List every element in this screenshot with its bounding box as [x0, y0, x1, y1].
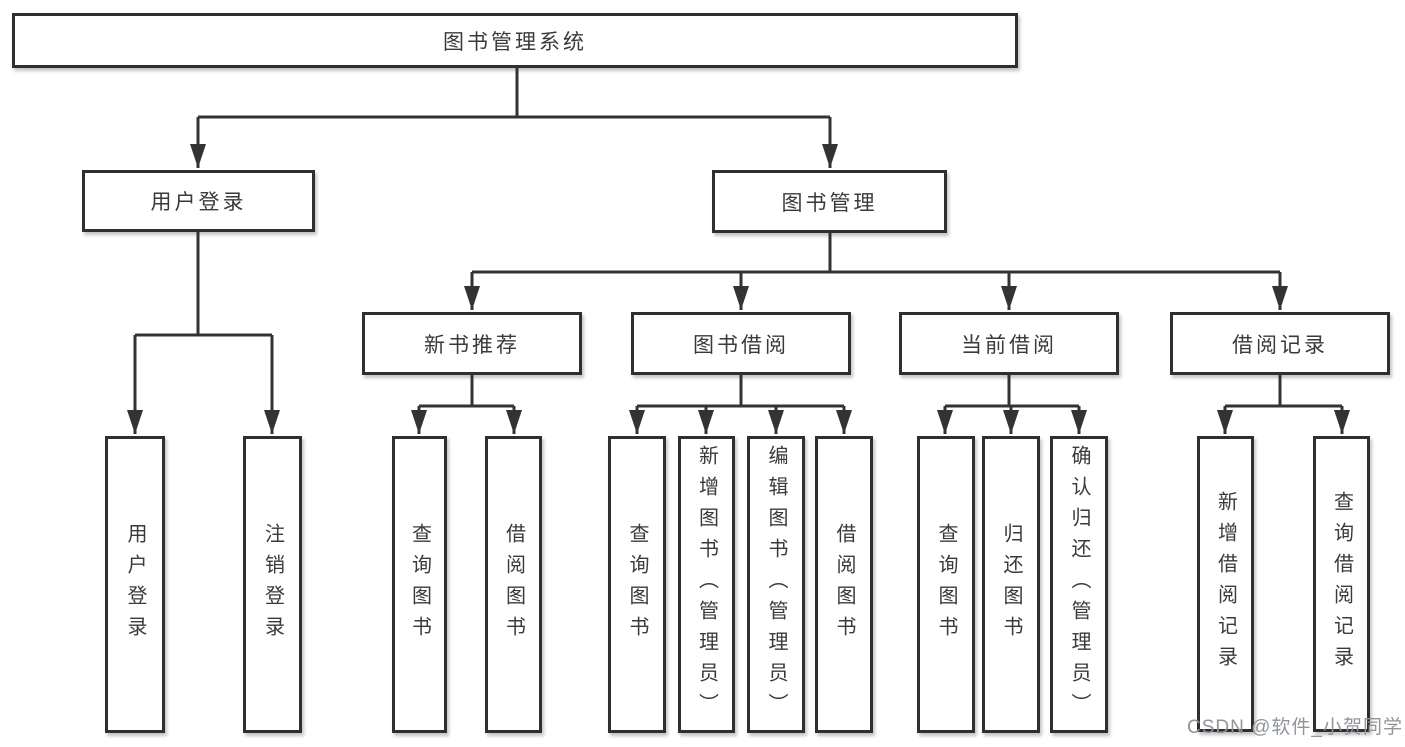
- leaf-br-query-record: 查询借阅记录: [1313, 436, 1370, 732]
- leaf-cb-query-books: 查询图书: [917, 436, 975, 733]
- node-book-borrowing: 图书借阅: [631, 312, 851, 375]
- connector-book-borrowing-children: [629, 375, 852, 434]
- leaf-user-login: 用户登录: [105, 436, 165, 733]
- node-user-login: 用户登录: [82, 170, 315, 232]
- connector-root-to-level2: [190, 68, 838, 168]
- leaf-logout: 注销登录: [243, 436, 302, 733]
- node-borrowing-records: 借阅记录: [1170, 312, 1390, 375]
- leaf-nb-borrow-books: 借阅图书: [485, 436, 542, 733]
- connector-new-book-recommendation-children: [411, 375, 522, 434]
- node-current-borrowing: 当前借阅: [899, 312, 1119, 375]
- leaf-bb-query-books: 查询图书: [608, 436, 666, 733]
- csdn-watermark: CSDN @软件_小贺同学: [1187, 717, 1403, 738]
- leaf-cb-confirm-return-admin: 确认归还（管理员）: [1050, 436, 1108, 733]
- connector-user-login-children: [127, 232, 280, 434]
- connector-current-borrowing-children: [937, 375, 1087, 434]
- leaf-bb-edit-books-admin: 编辑图书（管理员）: [747, 436, 805, 733]
- connector-borrowing-records-children: [1217, 375, 1350, 434]
- leaf-bb-add-books-admin: 新增图书（管理员）: [678, 436, 735, 733]
- connector-book-management-children: [464, 232, 1288, 310]
- node-book-management: 图书管理: [712, 170, 947, 233]
- leaf-br-add-record: 新增借阅记录: [1197, 436, 1254, 732]
- leaf-bb-borrow-books: 借阅图书: [815, 436, 873, 733]
- node-root-library-management-system: 图书管理系统: [12, 13, 1018, 68]
- node-new-book-recommendation: 新书推荐: [362, 312, 582, 375]
- leaf-cb-return-books: 归还图书: [982, 436, 1040, 733]
- leaf-nb-query-books: 查询图书: [392, 436, 447, 733]
